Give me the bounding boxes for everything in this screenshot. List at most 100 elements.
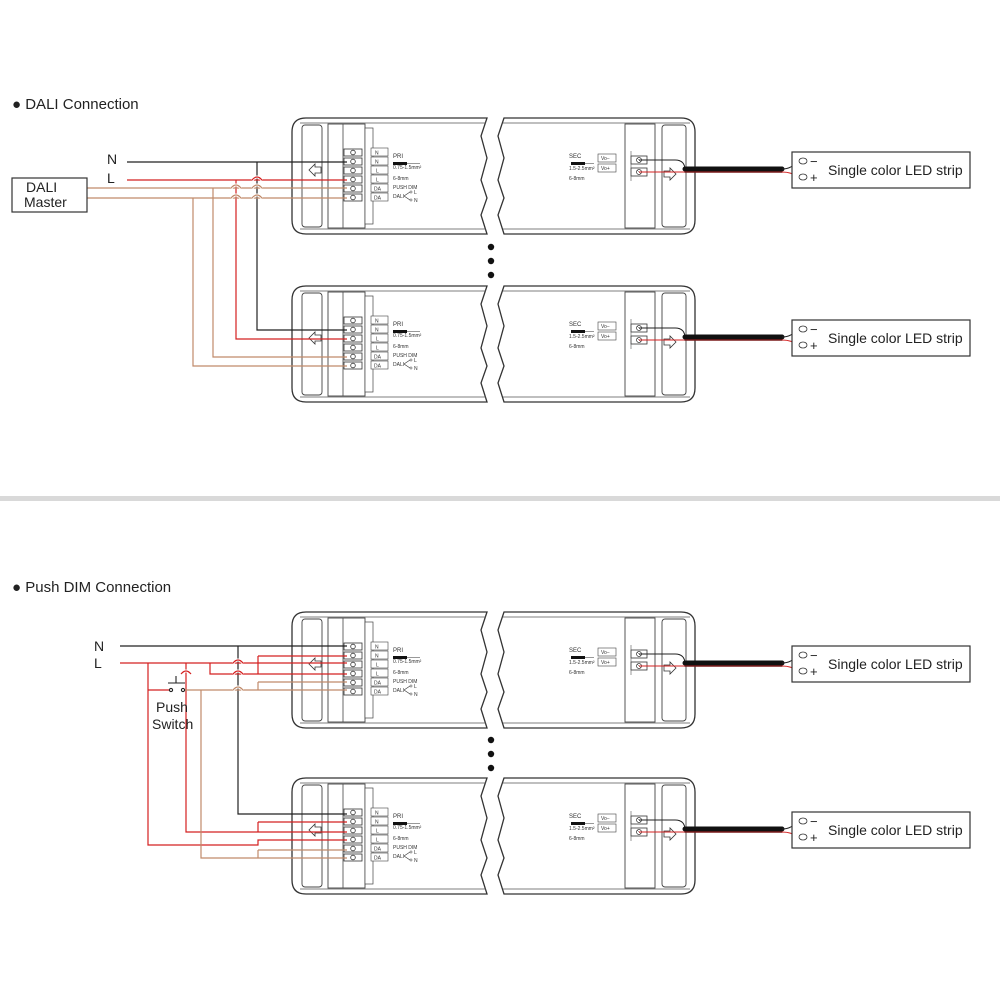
pri-wire-size: 0.75-1.5mm² <box>393 333 422 339</box>
dali-label: DALI <box>393 362 404 368</box>
output-pos-label: Vo+ <box>601 660 610 666</box>
led-driver-3: N N L L DA DA PRI 0.75-1.5mm² 6-8mm PUSH… <box>291 611 696 729</box>
pri-title: PRI <box>393 322 403 328</box>
section-divider <box>0 496 1000 501</box>
led-strip-plus: + <box>810 338 818 353</box>
output-pos-label: Vo+ <box>601 334 610 340</box>
dali-mains-l-label: L <box>107 170 115 186</box>
push-dim-wiring <box>120 645 347 859</box>
pri-strip-length: 6-8mm <box>393 344 409 350</box>
led-strip-minus: − <box>810 648 818 663</box>
driver-terminal-label: L <box>376 346 379 352</box>
pri-strip-length: 6-8mm <box>393 670 409 676</box>
driver-terminal-label: N <box>375 811 379 817</box>
output-pos-label: Vo+ <box>601 826 610 832</box>
driver-terminal-label: N <box>375 151 379 157</box>
pri-title: PRI <box>393 648 403 654</box>
dali-label: DALI <box>393 854 404 860</box>
push-switch-line2: Switch <box>152 716 193 732</box>
driver-terminal-label: N <box>375 319 379 325</box>
output-neg-label: Vo− <box>601 324 610 330</box>
driver-terminal-label: L <box>376 663 379 669</box>
driver-terminal-label: L <box>376 829 379 835</box>
driver-terminal-label: L <box>376 838 379 844</box>
output-neg-label: Vo− <box>601 650 610 656</box>
push-dim-n: N <box>414 366 418 372</box>
led-strip-box: − + Single color LED strip <box>791 645 971 683</box>
led-strip-minus: − <box>810 814 818 829</box>
dali-label: DALI <box>393 194 404 200</box>
led-strip-plus: + <box>810 830 818 845</box>
pri-wire-size: 0.75-1.5mm² <box>393 825 422 831</box>
dali-section-title: ● DALI Connection <box>12 96 139 113</box>
driver-terminal-label: L <box>376 337 379 343</box>
sec-strip-length: 6-8mm <box>569 670 585 676</box>
push-dim-label: PUSH DIM <box>393 353 417 359</box>
driver-terminal-label: L <box>376 178 379 184</box>
driver-terminal-label: N <box>375 645 379 651</box>
led-strip-box: − + Single color LED strip <box>791 811 971 849</box>
sec-wire-size: 1.5-2.5mm² <box>569 334 595 340</box>
sec-title: SEC <box>569 648 582 654</box>
led-strip-plus: + <box>810 170 818 185</box>
led-driver-2: N N L L DA DA PRI 0.75-1.5mm² 6-8mm PUSH… <box>291 285 696 403</box>
sec-wire-size: 1.5-2.5mm² <box>569 166 595 172</box>
driver-terminal-label: DA <box>374 355 382 361</box>
push-dim-n: N <box>414 692 418 698</box>
driver-terminal-label: DA <box>374 187 382 193</box>
driver-terminal-label: N <box>375 160 379 166</box>
pri-strip-length: 6-8mm <box>393 176 409 182</box>
led-strip-minus: − <box>810 322 818 337</box>
pri-title: PRI <box>393 814 403 820</box>
driver-terminal-label: L <box>376 169 379 175</box>
push-mains-n-label: N <box>94 638 104 654</box>
pri-strip-length: 6-8mm <box>393 836 409 842</box>
dali-mains-n-label: N <box>107 151 117 167</box>
pri-wire-size: 0.75-1.5mm² <box>393 659 422 665</box>
driver-terminal-label: DA <box>374 847 382 853</box>
sec-strip-length: 6-8mm <box>569 344 585 350</box>
sec-wire-size: 1.5-2.5mm² <box>569 826 595 832</box>
push-dim-l: L <box>414 684 417 690</box>
sec-strip-length: 6-8mm <box>569 836 585 842</box>
sec-title: SEC <box>569 814 582 820</box>
driver-terminal-label: L <box>376 672 379 678</box>
pri-title: PRI <box>393 154 403 160</box>
led-strip-plus: + <box>810 664 818 679</box>
driver-terminal-label: DA <box>374 856 382 862</box>
push-section-title: ● Push DIM Connection <box>12 579 171 596</box>
led-strip-label: Single color LED strip <box>828 330 963 346</box>
output-pos-label: Vo+ <box>601 166 610 172</box>
led-strip-label: Single color LED strip <box>828 162 963 178</box>
driver-terminal-label: N <box>375 654 379 660</box>
dali-master-box: DALI Master <box>11 177 88 213</box>
push-dim-n: N <box>414 198 418 204</box>
dali-master-line1: DALI <box>26 179 57 195</box>
output-neg-label: Vo− <box>601 156 610 162</box>
output-neg-label: Vo− <box>601 816 610 822</box>
led-strip-box: − + Single color LED strip <box>791 151 971 189</box>
led-strip-minus: − <box>810 154 818 169</box>
sec-wire-size: 1.5-2.5mm² <box>569 660 595 666</box>
push-dim-l: L <box>414 190 417 196</box>
driver-terminal-label: DA <box>374 364 382 370</box>
led-strip-group: − + Single color LED strip − + Single co… <box>639 151 971 849</box>
pri-wire-size: 0.75-1.5mm² <box>393 165 422 171</box>
driver-terminal-label: N <box>375 820 379 826</box>
push-dim-label: PUSH DIM <box>393 679 417 685</box>
sec-strip-length: 6-8mm <box>569 176 585 182</box>
push-dim-label: PUSH DIM <box>393 845 417 851</box>
more-drivers-dots <box>487 243 495 772</box>
dali-master-line2: Master <box>24 194 67 210</box>
led-driver-1: N N L L DA DA PRI 0.75-1.5mm² 6-8mm PUSH… <box>291 117 696 235</box>
push-dim-n: N <box>414 858 418 864</box>
led-strip-box: − + Single color LED strip <box>791 319 971 357</box>
push-dim-l: L <box>414 358 417 364</box>
led-strip-label: Single color LED strip <box>828 822 963 838</box>
led-strip-label: Single color LED strip <box>828 656 963 672</box>
dali-wiring <box>87 161 347 367</box>
driver-terminal-label: N <box>375 328 379 334</box>
push-dim-label: PUSH DIM <box>393 185 417 191</box>
push-dim-l: L <box>414 850 417 856</box>
